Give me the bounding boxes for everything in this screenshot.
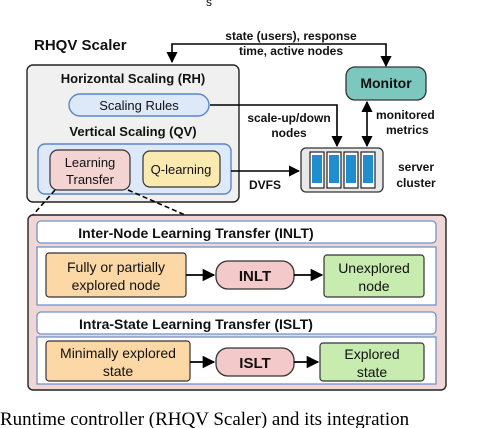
inlt-source-line2: explored node: [72, 277, 161, 293]
islt-source-line1: Minimally explored: [60, 345, 176, 361]
feedback-arrow: [166, 43, 392, 68]
inlt-header: Inter-Node Learning Transfer (INLT): [78, 225, 313, 241]
q-learning-box: [142, 150, 221, 188]
learning-transfer-line2: Transfer: [66, 172, 115, 187]
feedback-label-line1: state (users), response: [225, 29, 357, 43]
dvfs-label: DVFS: [249, 178, 281, 192]
islt-source-line2: state: [103, 363, 134, 379]
zoom-line-left: [32, 189, 56, 216]
monitor-box: [345, 66, 427, 101]
islt-process-label: ISLT: [239, 355, 270, 372]
horizontal-scaling-title: Horizontal Scaling (RH): [61, 71, 205, 86]
scale-label-line1: scale-up/down: [247, 111, 330, 125]
zoom-line-right: [127, 189, 186, 216]
scaling-rules-label: Scaling Rules: [99, 98, 179, 113]
q-learning-label: Q-learning: [151, 162, 212, 177]
monitor-label: Monitor: [360, 75, 412, 91]
islt-target-line1: Explored: [344, 346, 399, 362]
learning-transfer-line1: Learning: [65, 155, 116, 170]
islt-header-box: [36, 311, 437, 335]
feedback-label-line2: time, active nodes: [239, 44, 343, 58]
scale-nodes-arrow: [210, 104, 343, 148]
inlt-header-box: [36, 220, 437, 244]
inlt-target-line2: node: [358, 278, 389, 294]
scale-label-line2: nodes: [271, 126, 307, 140]
controller-title: RHQV Scaler: [34, 37, 127, 54]
inlt-process-label: INLT: [239, 268, 271, 285]
server-icon-screen: [363, 155, 373, 183]
server-icon-screen: [312, 155, 322, 183]
monitored-metrics-line1: monitored: [376, 108, 435, 122]
inlt-target-line1: Unexplored: [338, 260, 410, 276]
islt-target-line2: state: [357, 364, 388, 380]
learning-transfer-box: [49, 149, 131, 191]
islt-source-box: [45, 340, 191, 382]
inlt-source-line1: Fully or partially: [67, 259, 165, 275]
islt-header: Intra-State Learning Transfer (ISLT): [79, 316, 313, 332]
scaling-rules-box: [68, 93, 210, 117]
server-icon-screen: [329, 155, 339, 183]
server-cluster-line1: server: [398, 160, 434, 174]
server-icon-screen: [346, 155, 356, 183]
server-icons: [309, 151, 376, 189]
top-text-fragment: s: [206, 0, 212, 9]
figure-caption: Runtime controller (RHQV Scaler) and its…: [0, 410, 410, 428]
server-cluster-line2: cluster: [396, 176, 436, 190]
inlt-target-box: [323, 254, 425, 298]
islt-target-box: [319, 342, 425, 382]
monitored-metrics-line2: metrics: [386, 123, 429, 137]
vertical-scaling-title: Vertical Scaling (QV): [69, 124, 196, 139]
